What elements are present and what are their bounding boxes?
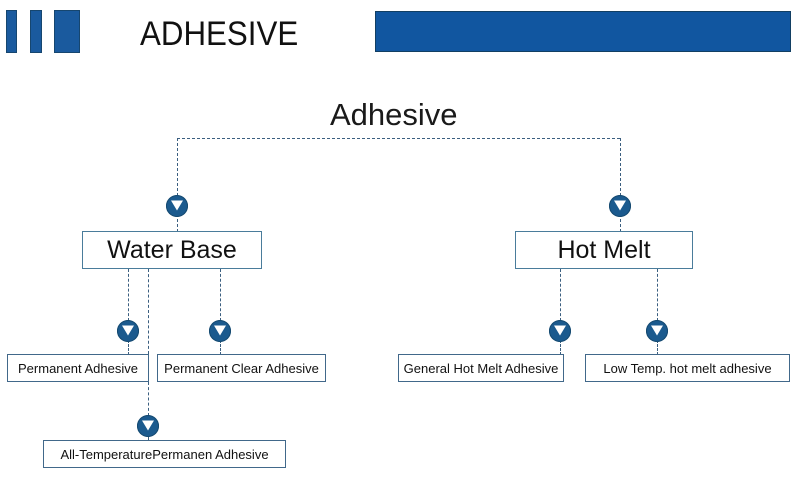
- marker-to-permanent-adhesive: [117, 320, 139, 342]
- connector-hot-melt-to-general: [560, 269, 561, 321]
- node-general-hot-melt-adhesive-label: General Hot Melt Adhesive: [403, 360, 559, 376]
- drop-into-hot-melt: [620, 214, 621, 232]
- logo-bar-1: [6, 10, 17, 53]
- marker-to-permanent-clear-adhesive: [209, 320, 231, 342]
- node-hot-melt[interactable]: Hot Melt: [515, 231, 693, 269]
- node-all-temperature-permanent-adhesive[interactable]: All-TemperaturePermanen Adhesive: [43, 440, 286, 468]
- node-water-base-label: Water Base: [107, 235, 237, 264]
- connector-water-base-to-permanent-clear-adhesive: [220, 269, 221, 321]
- connector-all-temperature-drop: [148, 435, 149, 441]
- node-low-temp-hot-melt-adhesive[interactable]: Low Temp. hot melt adhesive: [585, 354, 790, 382]
- node-permanent-clear-adhesive-label: Permanent Clear Adhesive: [164, 360, 319, 376]
- node-hot-melt-label: Hot Melt: [557, 235, 651, 264]
- root-drop-left: [177, 138, 178, 196]
- node-water-base[interactable]: Water Base: [82, 231, 262, 269]
- diagram-title: Adhesive: [330, 97, 458, 132]
- marker-to-low-temp-hot-melt-adhesive: [646, 320, 668, 342]
- marker-to-all-temperature-adhesive: [137, 415, 159, 437]
- connector-general-drop: [560, 340, 561, 355]
- logo-bar-2: [30, 10, 42, 53]
- marker-to-general-hot-melt-adhesive: [549, 320, 571, 342]
- connector-water-base-to-all-temperature-upper: [148, 269, 149, 354]
- node-low-temp-hot-melt-adhesive-label: Low Temp. hot melt adhesive: [603, 360, 772, 376]
- connector-water-base-to-permanent-adhesive: [128, 269, 129, 321]
- node-general-hot-melt-adhesive[interactable]: General Hot Melt Adhesive: [398, 354, 564, 382]
- marker-to-hot-melt: [609, 195, 631, 217]
- node-all-temperature-permanent-adhesive-label: All-TemperaturePermanen Adhesive: [60, 446, 269, 462]
- drop-into-water-base: [177, 214, 178, 232]
- page-title: ADHESIVE: [140, 15, 299, 53]
- marker-to-water-base: [166, 195, 188, 217]
- connector-hot-melt-to-low-temp: [657, 269, 658, 321]
- connector-permanent-clear-adhesive-drop: [220, 340, 221, 355]
- connector-low-temp-drop: [657, 340, 658, 355]
- connector-water-base-to-all-temperature-lower: [148, 382, 149, 416]
- root-connector-horizontal: [177, 138, 620, 139]
- header-accent-band: [375, 11, 791, 52]
- connector-permanent-adhesive-drop: [128, 340, 129, 355]
- node-permanent-adhesive-label: Permanent Adhesive: [18, 360, 138, 376]
- node-permanent-adhesive[interactable]: Permanent Adhesive: [7, 354, 149, 382]
- logo-bar-3: [54, 10, 80, 53]
- root-drop-right: [620, 138, 621, 196]
- node-permanent-clear-adhesive[interactable]: Permanent Clear Adhesive: [157, 354, 326, 382]
